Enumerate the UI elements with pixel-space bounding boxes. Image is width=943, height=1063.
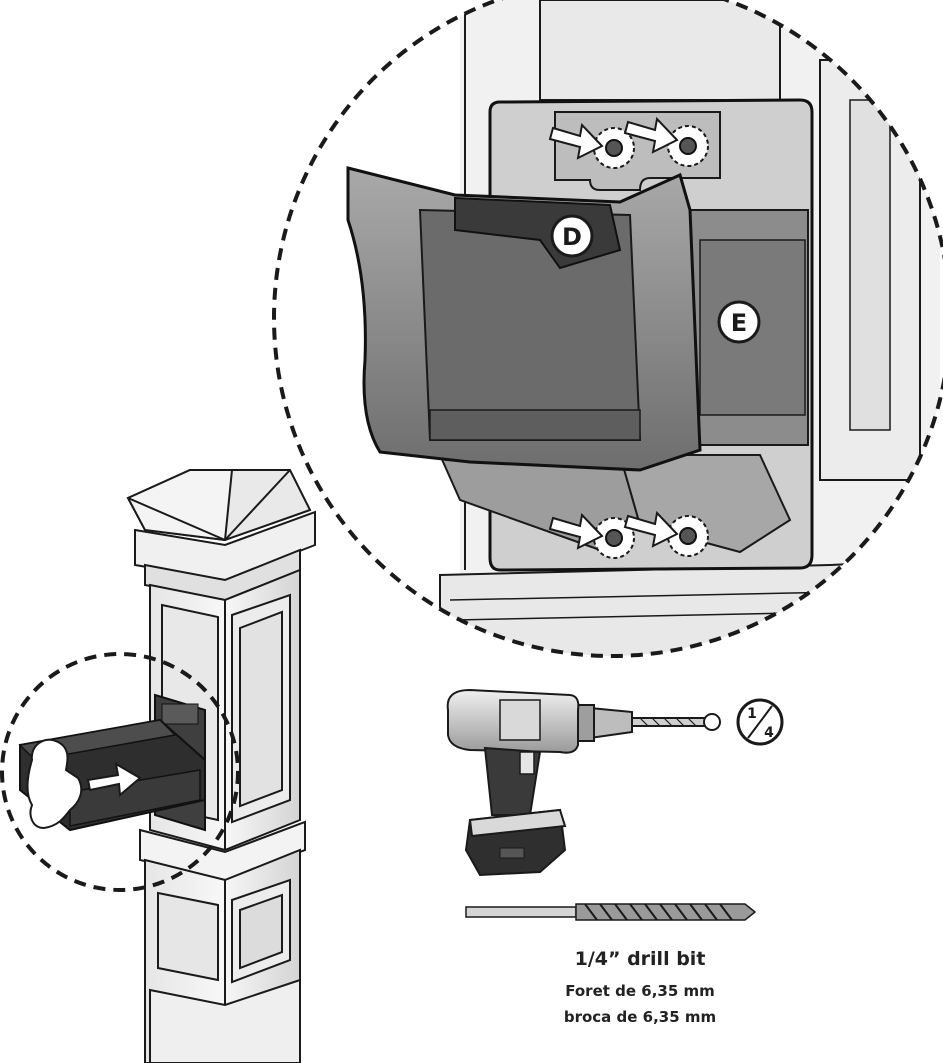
hand-icon bbox=[26, 738, 83, 830]
arrow-icon bbox=[548, 122, 604, 160]
drill-icon bbox=[446, 688, 721, 877]
arrow-icon bbox=[623, 116, 679, 154]
callout-d-label: D bbox=[562, 223, 582, 251]
callout-e: E bbox=[717, 300, 761, 344]
bit-size-denominator: 4 bbox=[764, 725, 774, 741]
screw-hole-top-right bbox=[667, 125, 709, 167]
arrow-icon bbox=[548, 512, 604, 550]
arrow-icon bbox=[623, 510, 679, 548]
mailbox-bracket-detail: D E bbox=[272, 0, 943, 658]
screw-hole-bottom-left bbox=[593, 517, 635, 559]
drill-bit-caption-main: 1/4” drill bit bbox=[574, 948, 706, 970]
callout-e-label: E bbox=[731, 309, 747, 337]
drill-bit-caption-spanish: broca de 6,35 mm bbox=[563, 1008, 717, 1026]
arrow-icon bbox=[86, 762, 142, 798]
bit-size-numerator: 1 bbox=[747, 706, 757, 722]
bit-size-badge: 1 4 bbox=[736, 698, 784, 746]
drill-bit-icon bbox=[465, 903, 757, 921]
screw-hole-bottom-right bbox=[667, 515, 709, 557]
callout-d: D bbox=[550, 214, 594, 258]
mailbox-insertion-detail bbox=[0, 652, 240, 892]
screw-hole-top-left bbox=[593, 127, 635, 169]
drill-bit-caption-french: Foret de 6,35 mm bbox=[565, 982, 715, 1000]
